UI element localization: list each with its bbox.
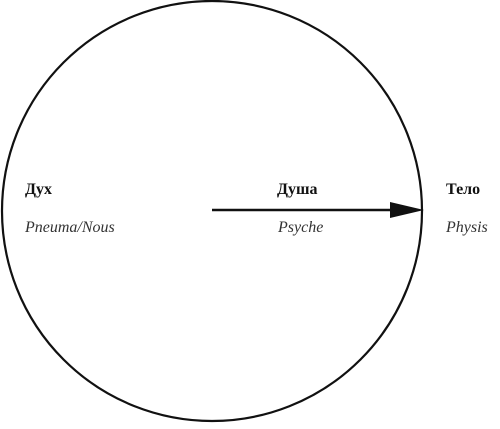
soul-subtitle: Psyche (278, 219, 324, 236)
spirit-heading: Дух (25, 181, 53, 198)
soul-heading: Душа (277, 181, 318, 198)
body-heading: Тело (446, 181, 481, 198)
outer-circle (0, 0, 424, 423)
arrow-head-icon (390, 202, 424, 218)
body-subtitle: Physis (446, 219, 488, 236)
spirit-subtitle: Pneuma/Nous (25, 219, 115, 236)
